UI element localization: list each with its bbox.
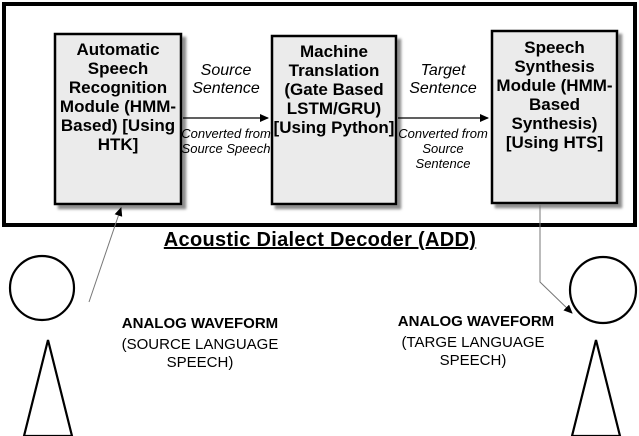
tts-module-label: Speech Synthesis Module (HMM-Based Synth… bbox=[496, 38, 613, 153]
mt-module-box bbox=[270, 34, 398, 206]
edge-tts-to-target-speech bbox=[539, 205, 573, 314]
edge-sublabel-target-sentence: Converted from Source Sentence bbox=[398, 126, 488, 171]
edge-sublabel-source-sentence: Converted from Source Speech bbox=[181, 126, 271, 156]
edge-label-target-sentence: Target Sentence bbox=[409, 62, 477, 97]
source-speaker-figure bbox=[8, 254, 76, 436]
target-waveform-heading: ANALOG WAVEFORM bbox=[397, 313, 555, 330]
asr-module-box bbox=[53, 32, 183, 206]
mt-module-label: Machine Translation (Gate Based LSTM/GRU… bbox=[273, 42, 395, 138]
target-waveform-caption: (TARGE LANGUAGE SPEECH) bbox=[401, 334, 545, 369]
tts-module-box bbox=[490, 29, 619, 205]
target-speaker-figure bbox=[568, 255, 638, 436]
asr-module-label: Automatic Speech Recognition Module (HMM… bbox=[59, 40, 177, 155]
system-title: Acoustic Dialect Decoder (ADD) bbox=[163, 229, 477, 251]
edge-label-source-sentence: Source Sentence bbox=[192, 62, 260, 97]
source-waveform-heading: ANALOG WAVEFORM bbox=[121, 315, 279, 332]
system-frame bbox=[2, 2, 637, 227]
edge-source-speech-to-asr bbox=[88, 207, 123, 303]
source-waveform-caption: (SOURCE LANGUAGE SPEECH) bbox=[121, 336, 279, 371]
